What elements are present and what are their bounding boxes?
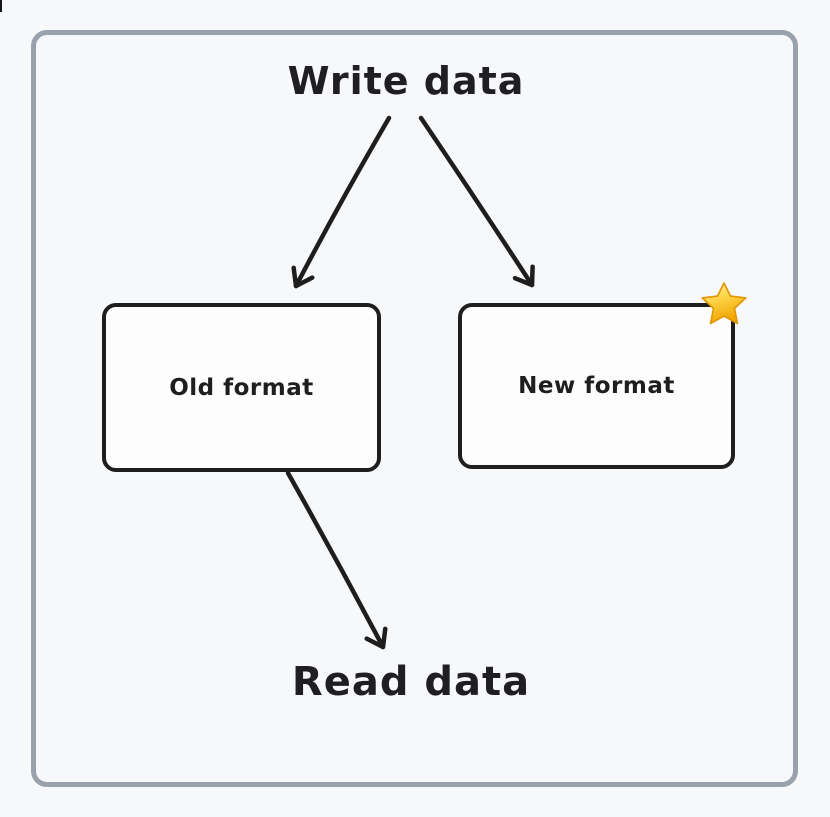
star-icon	[701, 282, 747, 325]
node-new-format-label: New format	[518, 373, 675, 399]
node-new-format: New format	[458, 303, 735, 469]
screen-edge-artifact	[0, 0, 2, 12]
node-old-format: Old format	[102, 303, 381, 472]
diagram-frame	[31, 30, 798, 787]
title-read-data: Read data	[291, 659, 531, 705]
title-write-data: Write data	[287, 59, 525, 103]
node-old-format-label: Old format	[169, 374, 314, 401]
